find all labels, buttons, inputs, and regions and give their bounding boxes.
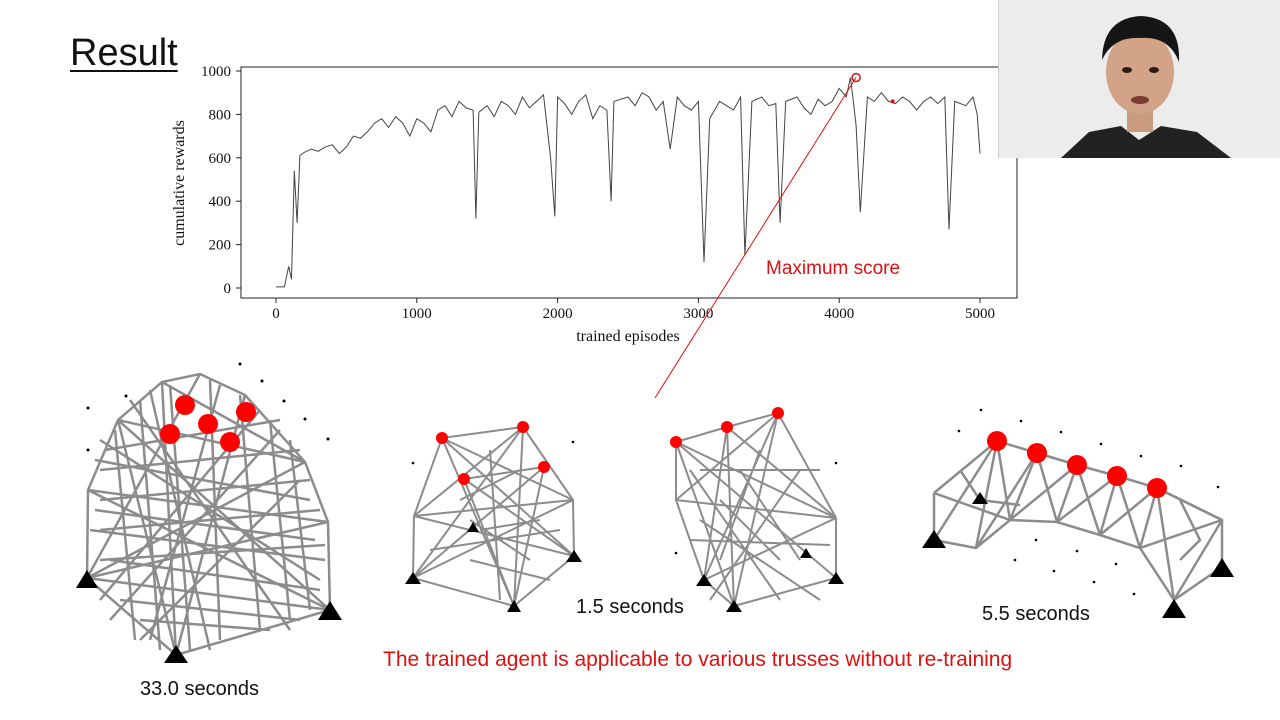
time-label-truss-2: 1.5 seconds bbox=[576, 596, 684, 618]
secondary-marker bbox=[890, 99, 895, 104]
truss-example-4 bbox=[922, 408, 1234, 618]
plot-frame bbox=[240, 66, 1018, 299]
conclusion-text: The trained agent is applicable to vario… bbox=[383, 648, 1013, 671]
truss-example-3 bbox=[670, 407, 844, 612]
slide-title: Result bbox=[70, 32, 178, 74]
time-label-truss-1: 33.0 seconds bbox=[140, 678, 259, 700]
y-axis-label: cumulative rewards bbox=[171, 120, 188, 246]
x-tick-label: 5000 bbox=[965, 306, 995, 322]
x-axis-label: trained episodes bbox=[576, 328, 680, 345]
time-label-truss-3: 5.5 seconds bbox=[982, 603, 1090, 625]
max-score-pointer-line bbox=[654, 77, 857, 399]
y-tick-label: 1000 bbox=[201, 64, 231, 80]
y-tick-label: 400 bbox=[209, 194, 232, 210]
y-tick-label: 0 bbox=[224, 281, 232, 297]
y-tick-label: 600 bbox=[209, 151, 232, 167]
x-tick-label: 4000 bbox=[824, 306, 854, 322]
y-tick-label: 200 bbox=[209, 238, 232, 254]
max-score-marker bbox=[851, 72, 861, 83]
y-tick-label: 800 bbox=[209, 107, 232, 123]
truss-example-1 bbox=[76, 362, 342, 663]
reward-series-line bbox=[276, 77, 981, 288]
x-tick-label: 3000 bbox=[683, 306, 713, 322]
maximum-score-annotation: Maximum score bbox=[766, 258, 901, 279]
truss-example-2 bbox=[405, 421, 582, 612]
x-tick-label: 2000 bbox=[543, 306, 573, 322]
x-tick-label: 0 bbox=[272, 306, 280, 322]
webcam-speaker-icon bbox=[999, 0, 1280, 158]
webcam-video bbox=[998, 0, 1280, 158]
x-tick-label: 1000 bbox=[402, 306, 432, 322]
